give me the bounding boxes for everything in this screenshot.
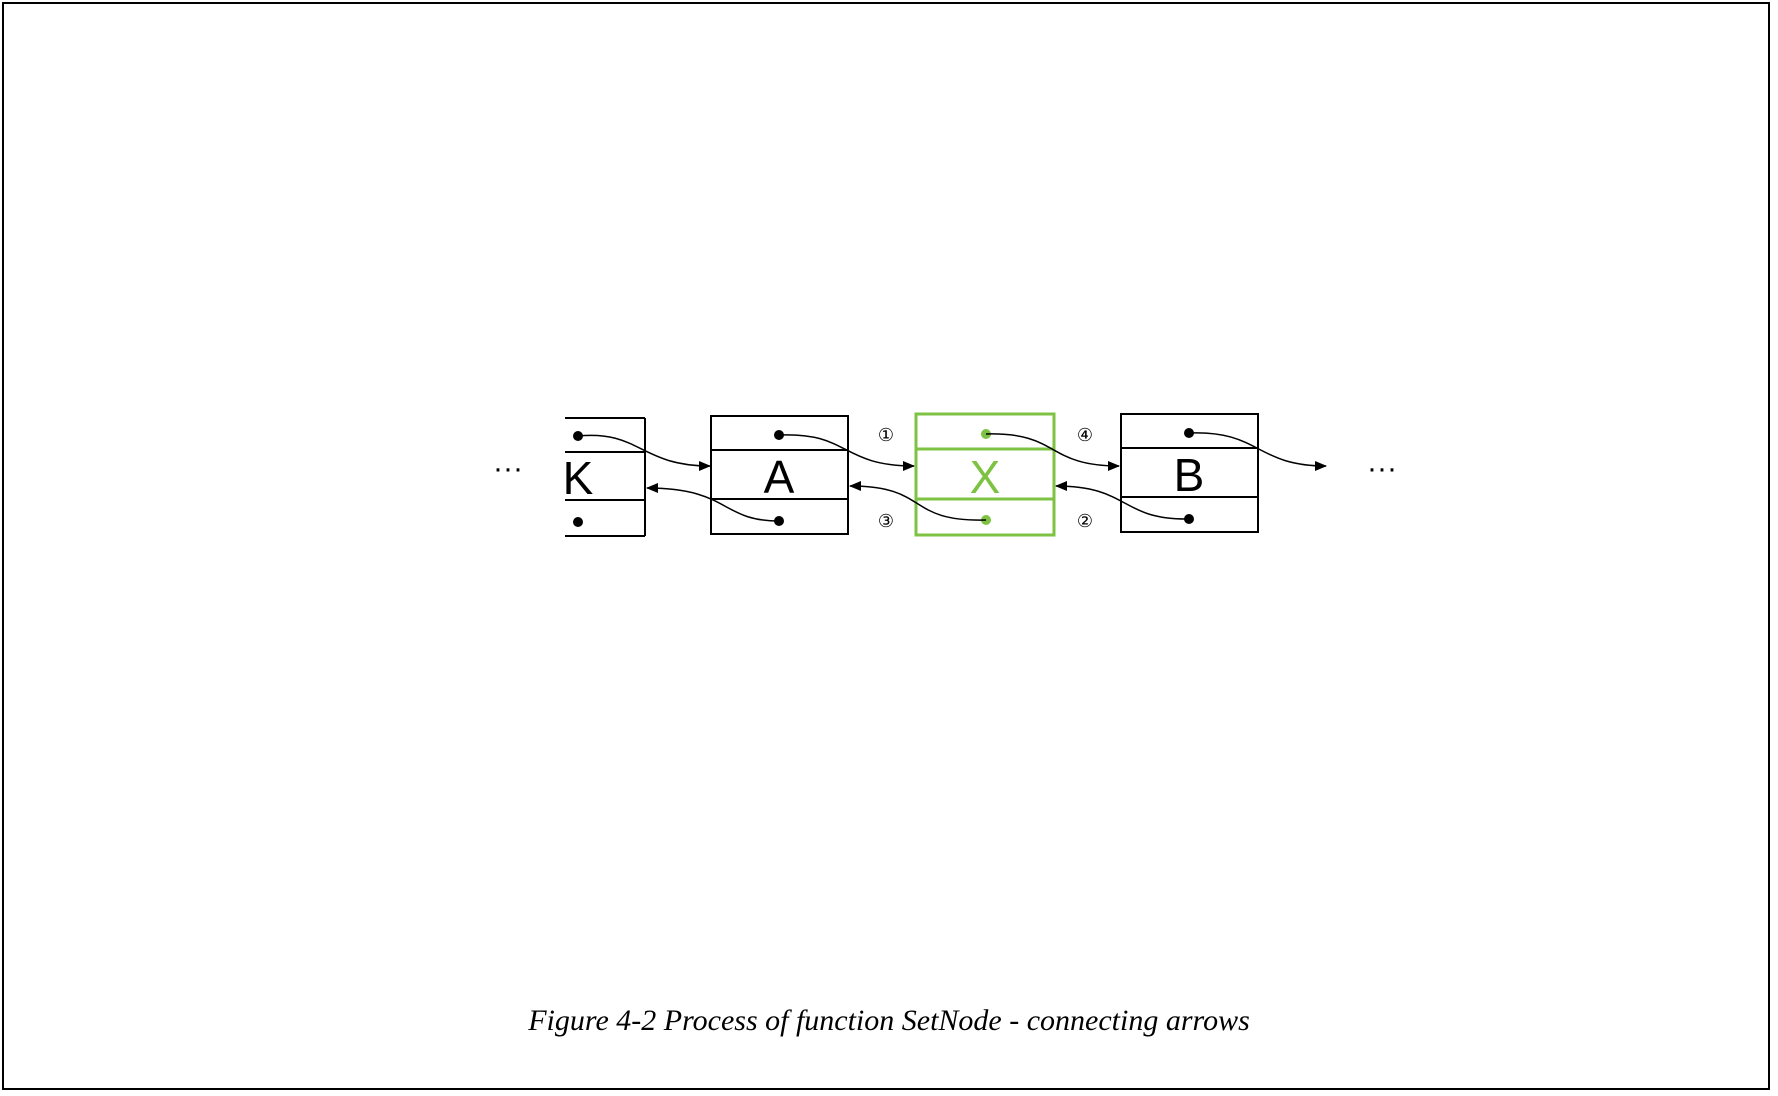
ellipsis-left: ···	[493, 452, 523, 485]
arrow-X-prev-to-A	[849, 481, 987, 521]
arrow-X-next-to-B	[985, 433, 1120, 471]
arrow-B-next-onward	[1188, 432, 1327, 471]
node-B-label: B	[1174, 449, 1205, 501]
step-marker-2: ②	[1077, 511, 1093, 532]
ellipsis-right: ···	[1367, 452, 1397, 485]
arrow-A-prev-to-K	[646, 483, 780, 522]
node-X-label: X	[970, 451, 1001, 503]
node-K-label: K	[563, 452, 594, 504]
arrow-B-prev-to-X	[1055, 481, 1190, 520]
node-B: B	[1120, 413, 1259, 533]
arrow-A-next-to-X	[778, 434, 915, 471]
node-K-prev-pointer	[573, 517, 583, 527]
arrow-K-next-to-A	[577, 434, 711, 471]
step-marker-3: ③	[878, 511, 894, 532]
figure-caption: Figure 4-2 Process of function SetNode -…	[528, 1004, 1250, 1037]
node-A-label: A	[764, 451, 795, 503]
node-X: X	[914, 412, 1056, 537]
step-marker-4: ④	[1077, 425, 1093, 446]
step-marker-1: ①	[878, 425, 894, 446]
node-A: A	[710, 415, 849, 535]
